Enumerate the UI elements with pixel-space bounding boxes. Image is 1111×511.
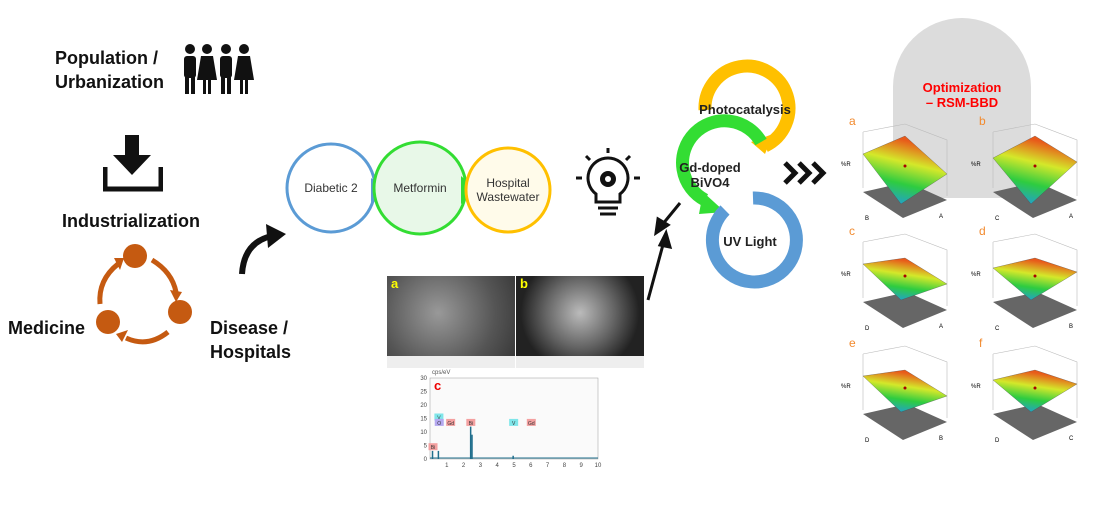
chain-item-wastewater: Hospital Wastewater: [476, 176, 540, 204]
eds-peak-label: V: [437, 416, 441, 422]
eds-peak-tag: [428, 443, 438, 451]
disease-label: Disease / Hospitals: [210, 318, 292, 362]
plot-y-label: %R: [841, 162, 851, 168]
uv-light-label: UV Light: [723, 234, 777, 249]
eds-y-tick: 30: [420, 376, 427, 382]
eds-peak-tag: [446, 418, 456, 426]
plot-x1-label: D: [865, 438, 870, 444]
eds-y-tick: 5: [424, 444, 428, 450]
eds-y-tick: 15: [420, 417, 427, 423]
plot-y-label: %R: [971, 384, 981, 390]
people-icon: [184, 44, 254, 94]
plot-y-label: %R: [971, 272, 981, 278]
eds-label-c: c: [434, 378, 442, 393]
sem-image-b: b: [516, 276, 644, 368]
plot-x1-label: D: [995, 438, 1000, 444]
surface-plot-graphic: [992, 345, 1078, 440]
plot-y-label: %R: [841, 384, 851, 390]
curved-arrow-icon: [239, 224, 286, 275]
eds-x-tick: 8: [563, 463, 567, 469]
chain-item-metformin: Metformin: [393, 181, 447, 195]
eds-x-tick: 4: [496, 463, 500, 469]
eds-peak-tag: [434, 418, 444, 426]
plot-x1-label: B: [865, 216, 870, 222]
eds-x-tick: 2: [462, 463, 466, 469]
eds-y-unit: cps/eV: [432, 370, 451, 376]
plot-x2-label: A: [1069, 214, 1074, 220]
eds-y-tick: 0: [424, 457, 428, 463]
surface-plot-f: f %R D C: [965, 336, 1090, 450]
medicine-label: Medicine: [8, 318, 86, 338]
photocatalysis-label: Photocatalysis: [699, 102, 791, 117]
eds-x-tick: 1: [445, 463, 449, 469]
chain-shapes: [285, 140, 552, 236]
chain-item-diabetic: Diabetic 2: [304, 181, 358, 195]
plot-x2-label: B: [1069, 324, 1074, 330]
eds-peak-label: V: [512, 421, 516, 427]
eds-peak-tag: [526, 418, 536, 426]
surface-plot-graphic: [862, 123, 948, 218]
eds-peak-label: Gd: [528, 421, 535, 427]
eds-y-tick: 20: [420, 403, 427, 409]
surface-plot-d: d %R C B: [965, 224, 1090, 338]
sem-label-a: a: [391, 276, 399, 291]
plot-x2-label: C: [1069, 436, 1074, 442]
eds-peak-tag: [466, 418, 476, 426]
photocatalysis-cycle: [676, 59, 803, 289]
plot-x2-label: B: [939, 436, 944, 442]
plot-label: a: [849, 114, 856, 128]
eds-frame: [429, 377, 599, 460]
eds-y-tick: 10: [420, 430, 427, 436]
plot-x1-label: C: [995, 326, 1000, 332]
industrialization-label: Industrialization: [62, 211, 201, 231]
eds-peak-label: Bi: [431, 445, 435, 451]
eds-y-tick: 25: [420, 390, 427, 396]
eds-x-tick: 3: [479, 463, 483, 469]
population-label: Population / Urbanization: [55, 48, 165, 92]
plot-label: b: [979, 114, 986, 128]
plot-x2-label: A: [939, 324, 944, 330]
surface-plot-graphic: [862, 345, 948, 440]
triple-chevron-icon: [783, 161, 827, 185]
plot-x2-label: A: [939, 214, 944, 220]
surface-plot-graphic: [862, 233, 948, 328]
eds-peak-label: O: [437, 421, 441, 427]
eds-x-tick: 10: [595, 463, 602, 469]
surface-plot-c: c %R D A: [835, 224, 960, 338]
plot-label: d: [979, 224, 986, 238]
surface-plot-b: b %R C A: [965, 114, 1090, 228]
eds-x-tick: 9: [580, 463, 584, 469]
plot-y-label: %R: [841, 272, 851, 278]
plot-y-label: %R: [971, 162, 981, 168]
surface-plot-graphic: [992, 123, 1078, 218]
catalyst-label: Gd-doped BiVO4: [679, 160, 741, 190]
optimization-title: Optimization – RSM-BBD: [922, 80, 1002, 110]
surface-plot-e: e %R D B: [835, 336, 960, 450]
plot-x1-label: C: [995, 216, 1000, 222]
eds-peak-label: Gd: [447, 421, 454, 427]
plot-label: e: [849, 336, 856, 350]
sem-image-a: a: [387, 276, 515, 368]
download-arrow-icon: [103, 135, 163, 192]
surface-plot-graphic: [992, 233, 1078, 328]
plot-label: f: [979, 336, 983, 350]
lightbulb-gear-icon: [576, 148, 640, 216]
eds-peak-tag: [509, 418, 519, 426]
cycle-diagram-icon: [96, 244, 192, 345]
eds-peak-label: Bi: [469, 421, 473, 427]
sem-label-b: b: [520, 276, 528, 291]
eds-x-tick: 6: [529, 463, 533, 469]
eds-x-tick: 5: [512, 463, 516, 469]
eds-x-tick: 7: [546, 463, 550, 469]
converging-arrows-icon: [646, 202, 682, 301]
surface-plot-a: a %R B A: [835, 114, 960, 228]
plot-label: c: [849, 224, 855, 238]
plot-x1-label: D: [865, 326, 870, 332]
eds-peak-tag: [434, 413, 444, 421]
